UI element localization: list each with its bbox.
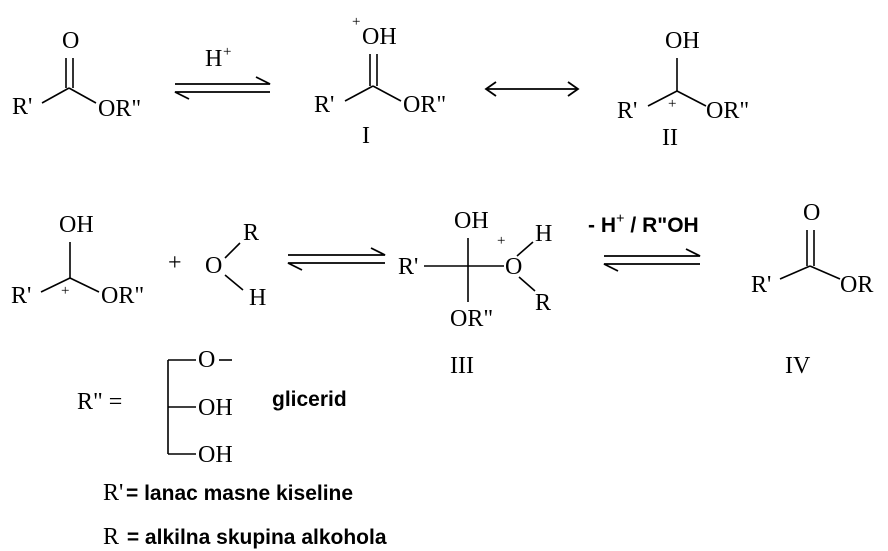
carbonyl-oxygen: O	[803, 200, 820, 226]
reverse-arrow	[174, 91, 270, 100]
or2-group: OR"	[706, 98, 749, 124]
glyceride-definition: R" = O OH OH glicerid	[77, 347, 347, 468]
alcohol-structure: R O H	[205, 220, 266, 311]
forward-arrow	[175, 76, 271, 85]
plus-sign: +	[168, 250, 182, 276]
bond-c-or	[69, 277, 100, 293]
resonance-arrow	[484, 81, 580, 97]
carbocation-structure: OH + R' OR"	[11, 212, 144, 309]
r1-group: R'	[398, 254, 418, 280]
intermediate-iii: OH + H R' O R OR" III	[398, 208, 552, 379]
ester-structure: O R' OR"	[12, 28, 141, 122]
oxonium-charge: +	[497, 233, 505, 249]
label-i: I	[362, 123, 370, 149]
label-ii: II	[662, 125, 678, 151]
addition-equilibrium	[287, 247, 386, 271]
bond-c-or	[372, 85, 402, 102]
hydroxyl-group: OH	[665, 28, 700, 54]
r1-group: R'	[751, 272, 771, 298]
or-group: OR	[840, 272, 873, 298]
legend-r1-text: = lanac masne kiseline	[126, 482, 353, 505]
protonated-oh: OH	[362, 24, 397, 50]
intermediate-i: + OH R' OR" I	[314, 14, 446, 149]
carbocation-charge: +	[61, 283, 69, 299]
resonance-head-left	[484, 81, 497, 97]
label-iii: III	[450, 353, 474, 379]
glyceride-name: glicerid	[272, 388, 347, 411]
elimination-h: - H	[588, 214, 616, 237]
product-iv: O R' OR IV	[751, 200, 873, 379]
carbocation-charge: +	[668, 96, 676, 112]
reverse-arrow	[603, 263, 700, 272]
bond-o-h	[224, 274, 244, 291]
label-iv: IV	[785, 353, 811, 379]
legend-r-text: = alkilna skupina alkohola	[121, 526, 387, 549]
r1-group: R'	[617, 98, 637, 124]
forward-arrow	[604, 248, 701, 257]
oxonium-oxygen: O	[505, 254, 522, 280]
bond-c-or	[676, 90, 707, 107]
bond-o-r	[518, 276, 536, 292]
r1-group: R'	[11, 283, 31, 309]
ester-oxygen: O	[198, 347, 215, 373]
resonance-head-right	[567, 81, 580, 97]
r1-group: R'	[314, 92, 334, 118]
r1-group: R'	[12, 94, 32, 120]
protonation-equilibrium: H +	[174, 44, 271, 100]
hydroxyl-group: OH	[454, 208, 489, 234]
alkyl-group: R	[243, 220, 259, 246]
oxonium-hydrogen: H	[535, 221, 552, 247]
carbonyl-oxygen: O	[62, 28, 79, 54]
elimination-charge: +	[616, 211, 625, 227]
or2-group: OR"	[101, 283, 144, 309]
bond-o-h	[516, 241, 534, 257]
bond-r1-c	[647, 90, 678, 107]
bond-c-or	[809, 265, 841, 280]
acid-charge: +	[223, 44, 231, 60]
elimination-equilibrium: - H+ / R"OH	[588, 211, 701, 272]
oxonium-charge: +	[352, 14, 360, 30]
bond-r1-c	[344, 85, 374, 102]
legend-r-symbol: R	[103, 524, 119, 550]
elimination-label: - H+ / R"OH	[588, 211, 699, 237]
hydroxyl-2: OH	[198, 442, 233, 468]
bond-o-r	[224, 242, 241, 259]
or2-group: OR"	[403, 92, 446, 118]
hydroxyl-1: OH	[198, 395, 233, 421]
acid-label: H	[205, 46, 222, 72]
hydroxyl-group: OH	[59, 212, 94, 238]
or2-group: OR"	[450, 306, 493, 332]
or2-group: OR"	[98, 96, 141, 122]
glyceride-lhs: R" =	[77, 389, 122, 415]
alkyl-group: R	[535, 290, 551, 316]
reverse-arrow	[287, 262, 385, 271]
forward-arrow	[288, 247, 386, 256]
intermediate-ii: OH + R' OR" II	[617, 28, 749, 151]
bond-r1-c	[41, 87, 70, 104]
bond-c-or	[68, 87, 97, 104]
bond-r1-c	[779, 265, 811, 280]
bond-r1-c	[40, 277, 71, 293]
alcohol-hydrogen: H	[249, 285, 266, 311]
legend-r1-symbol: R'	[103, 480, 123, 506]
elimination-rest: / R"OH	[625, 214, 699, 237]
alcohol-oxygen: O	[205, 253, 222, 279]
legend: R' = lanac masne kiseline R = alkilna sk…	[103, 480, 387, 550]
